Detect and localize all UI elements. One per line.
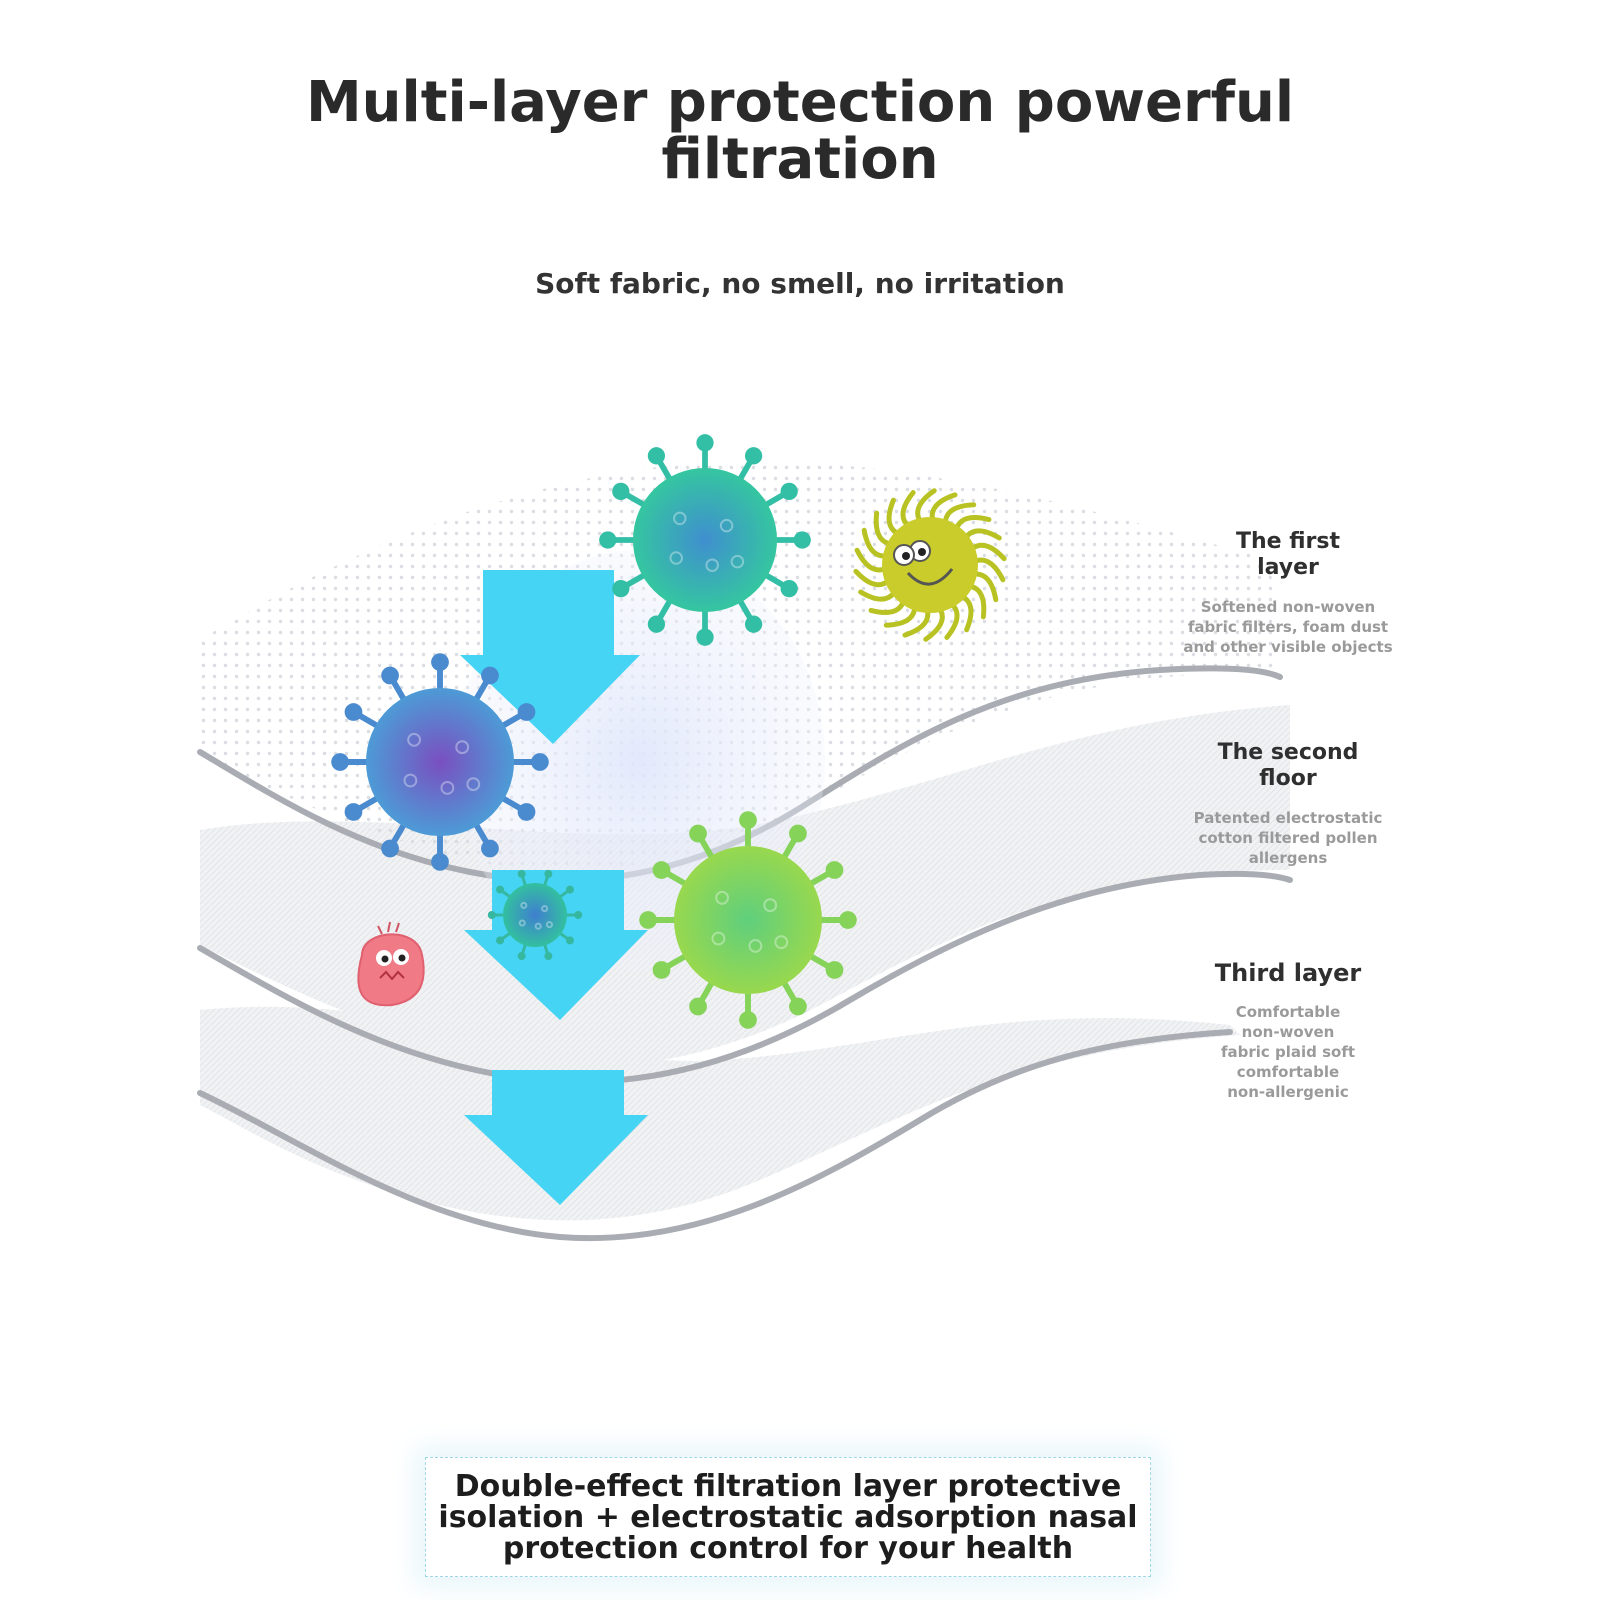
layer-three-description: Comfortable non-woven fabric plaid soft …	[1168, 1002, 1408, 1102]
layer-three-edge	[197, 1029, 1233, 1242]
layer-two-desc-line: Patented electrostatic	[1193, 809, 1383, 827]
arrow-down-icon	[464, 1070, 648, 1205]
title-line-2: filtration	[661, 127, 939, 192]
layer-three-desc-line: non-woven	[1241, 1023, 1335, 1041]
layer-three-desc-line: comfortable	[1236, 1063, 1340, 1081]
layer-two-edge	[197, 870, 1293, 1085]
footer-box: Double-effect filtration layer protectiv…	[425, 1457, 1151, 1577]
germ-icon	[853, 488, 1007, 642]
virus-icon	[599, 434, 811, 646]
footer-line-2: isolation + electrostatic adsorption nas…	[438, 1499, 1138, 1535]
footer-line-1: Double-effect filtration layer protectiv…	[454, 1468, 1122, 1504]
layer-two-title-line-2: floor	[1259, 766, 1317, 791]
layer-three-sheet	[200, 1006, 1240, 1221]
page-title: Multi-layer protection powerful filtrati…	[200, 74, 1400, 188]
layer-one-title-line-2: layer	[1257, 555, 1319, 580]
germ-icon	[357, 921, 425, 1007]
footer-line-3: protection control for your health	[502, 1530, 1074, 1566]
layer-one-desc-line: and other visible objects	[1183, 638, 1393, 656]
layer-three-desc-line: non-allergenic	[1227, 1083, 1349, 1101]
layer-one-desc-line: fabric filters, foam dust	[1187, 618, 1389, 636]
layer-two-desc-line: cotton filtered pollen	[1198, 829, 1378, 847]
layer-two-description: Patented electrostatic cotton filtered p…	[1168, 808, 1408, 868]
layer-one-desc-line: Softened non-woven	[1200, 598, 1376, 616]
layer-one-title-line-1: The first	[1235, 529, 1341, 554]
page-subtitle: Soft fabric, no smell, no irritation	[535, 267, 1065, 300]
layer-three-title: Third layer	[1214, 959, 1362, 987]
layer-two-title: The second floor	[1168, 740, 1408, 792]
arrow-down-icon	[460, 570, 640, 744]
layer-one-title: The first layer	[1168, 529, 1408, 581]
virus-icon	[487, 869, 583, 961]
virus-icon	[639, 811, 857, 1029]
layer-two-label: The second floor Patented electrostatic …	[1168, 740, 1408, 868]
layer-two-title-line-1: The second	[1217, 740, 1359, 765]
layer-three-label: Third layer Comfortable non-woven fabric…	[1168, 960, 1408, 1102]
layer-two-desc-line: allergens	[1248, 849, 1328, 867]
layer-three-desc-line: fabric plaid soft	[1220, 1043, 1356, 1061]
layer-one-label: The first layer Softened non-woven fabri…	[1168, 529, 1408, 657]
virus-icon	[331, 653, 549, 871]
footer-text: Double-effect filtration layer protectiv…	[438, 1471, 1138, 1564]
layer-three-desc-line: Comfortable	[1235, 1003, 1341, 1021]
title-line-1: Multi-layer protection powerful	[305, 70, 1295, 135]
layer-one-description: Softened non-woven fabric filters, foam …	[1168, 597, 1408, 657]
